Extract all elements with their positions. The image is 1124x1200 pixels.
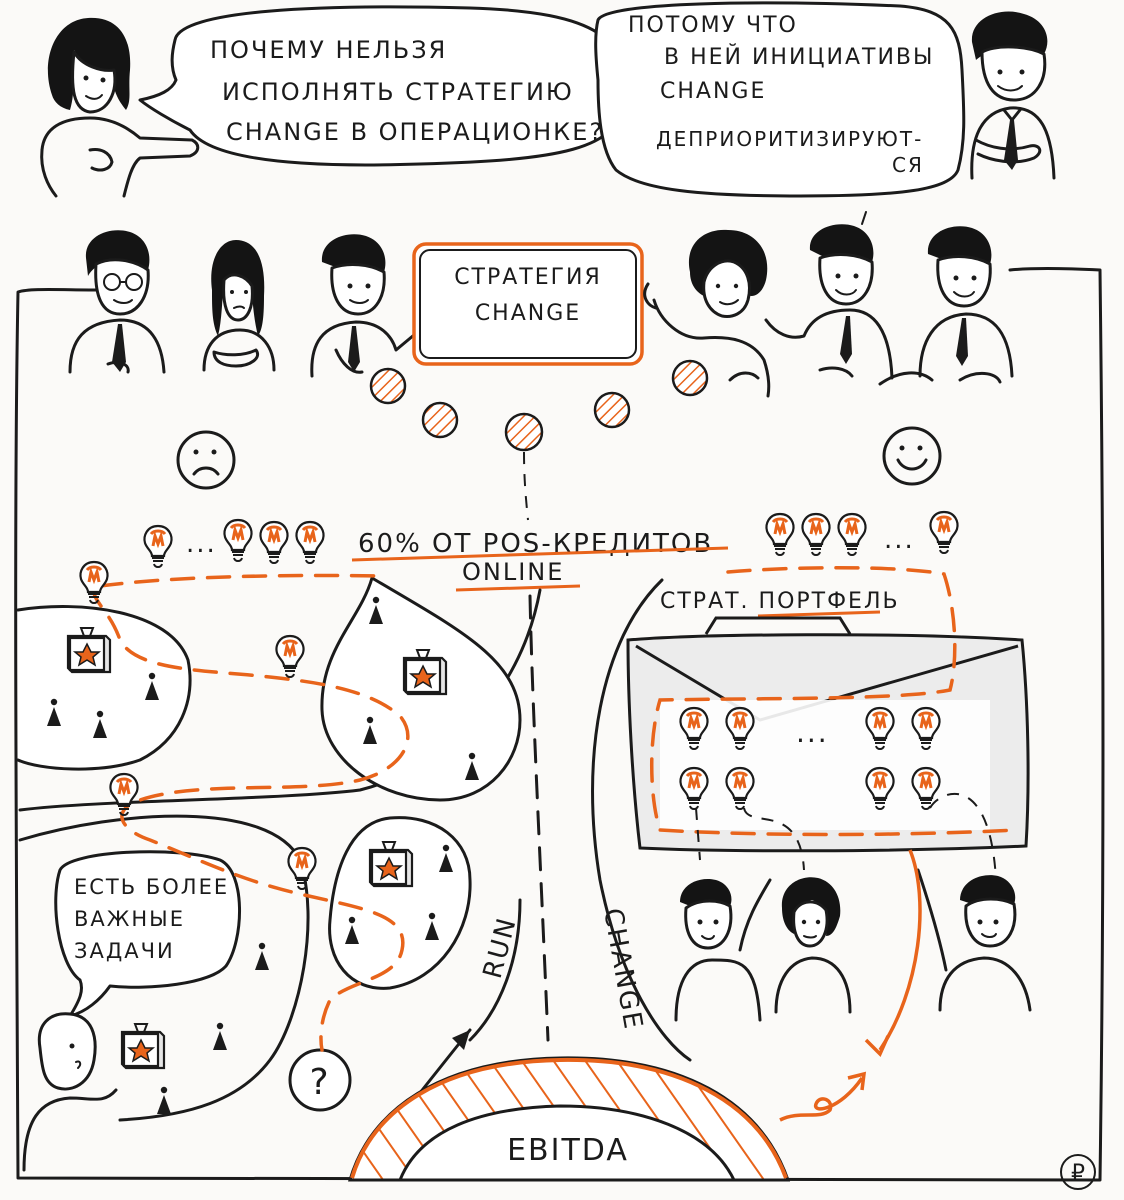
run-curve [468,898,522,1042]
question-circle-icon: ? [288,1048,352,1112]
lightbulb-icon [287,846,317,891]
answer-line-3: CHANGE [660,79,766,104]
person-holding-board [310,234,422,378]
question-bubble: ПОЧЕМУ НЕЛЬЗЯ ИСПОЛНЯТЬ СТРАТЕГИЮ CHANGE… [138,5,627,167]
run-path-top [98,573,382,588]
portfolio-path [650,565,1018,837]
lightbulb-icon [295,520,325,565]
lightbulb-icon [801,512,831,557]
change-arrow-up [779,1077,864,1122]
run-initiative-path [91,584,410,1052]
answer-line-2: В НЕЙ ИНИЦИАТИВЫ [664,44,934,70]
bubble-line-3: ЗАДАЧИ [74,939,175,963]
question-line-3: CHANGE В ОПЕРАЦИОНКЕ? [226,118,604,146]
lightbulb-icon [143,524,173,569]
portfolio-label: СТРАТ. ПОРТФЕЛЬ [660,589,900,614]
signature: ₽ [1071,1161,1085,1186]
lightbulb-icon [79,560,109,605]
sad-face-icon [176,430,236,490]
person-pin-icon [157,1086,171,1114]
bubble-line-2: ВАЖНЫЕ [74,907,185,931]
run-bubble-lower [18,814,310,1122]
lightbulb-icon [837,512,867,557]
ruble-icon: ₽ [1060,1154,1096,1190]
change-team [674,868,1032,1022]
team-blob-3 [328,816,472,990]
person-pin-icon [255,942,269,970]
base-label: EBITDA [507,1133,629,1168]
ellipsis-right: ... [884,525,915,555]
lightbulb-icon [929,510,959,555]
more-important-bubble: ЕСТЬ БОЛЕЕ ВАЖНЫЕ ЗАДАЧИ [54,850,241,1018]
question-mark: ? [309,1062,330,1103]
person-woman-curly [643,229,771,398]
assign-lines [695,792,997,881]
bulbs-right-row: ... [765,510,959,557]
ellipsis-left: ... [186,529,217,559]
board-line-2: CHANGE [475,301,581,326]
answer-line-4: ДЕПРИОРИТИЗИРУЮТ- [656,127,923,151]
person-man-center [764,211,894,380]
person-man-right [878,226,1014,386]
person-glasses [68,230,166,374]
ebitda-base: EBITDA [348,1056,791,1182]
board-line-1: СТРАТЕГИЯ [454,265,602,290]
change-label: CHANGE [597,906,648,1033]
lightbulb-icon [109,772,139,817]
star-box-icon [120,1022,166,1070]
person-woman-longhair [202,240,276,372]
lightbulb-icon [765,512,795,557]
center-dashed-line [528,594,550,1042]
goal-text: 60% ОТ POS-КРЕДИТОВ ONLINE [351,529,729,592]
lightbulb-icon [275,634,305,679]
strategy-board: СТРАТЕГИЯ CHANGE [412,242,644,366]
frame [14,267,1105,1182]
portfolio-bulbs: ... [679,706,941,811]
lightbulb-icon [259,520,289,565]
answer-line-5: СЯ [892,153,924,177]
happy-face-icon [882,426,942,486]
change-divider [591,578,692,1062]
goal-line-2: ONLINE [462,558,564,586]
answer-bubble: ПОТОМУ ЧТО В НЕЙ ИНИЦИАТИВЫ CHANGE ДЕПРИ… [594,1,966,198]
answer-line-1: ПОТОМУ ЧТО [628,13,798,38]
woman-asking [40,17,200,198]
resource-coins [369,359,709,452]
person-pin-icon [213,1022,227,1050]
person-busy [22,1012,166,1172]
bulbs-left-row: ... [143,518,325,569]
lightbulb-icon [223,518,253,563]
question-line-1: ПОЧЕМУ НЕЛЬЗЯ [210,36,447,64]
change-arrow-down [878,849,922,1051]
ellipsis-portfolio: ... [796,716,829,749]
man-answering [970,11,1056,180]
question-line-2: ИСПОЛНЯТЬ СТРАТЕГИЮ [222,78,574,106]
team-blob-1 [16,605,192,771]
bubble-line-1: ЕСТЬ БОЛЕЕ [74,875,229,899]
team-blob-2 [320,576,522,802]
